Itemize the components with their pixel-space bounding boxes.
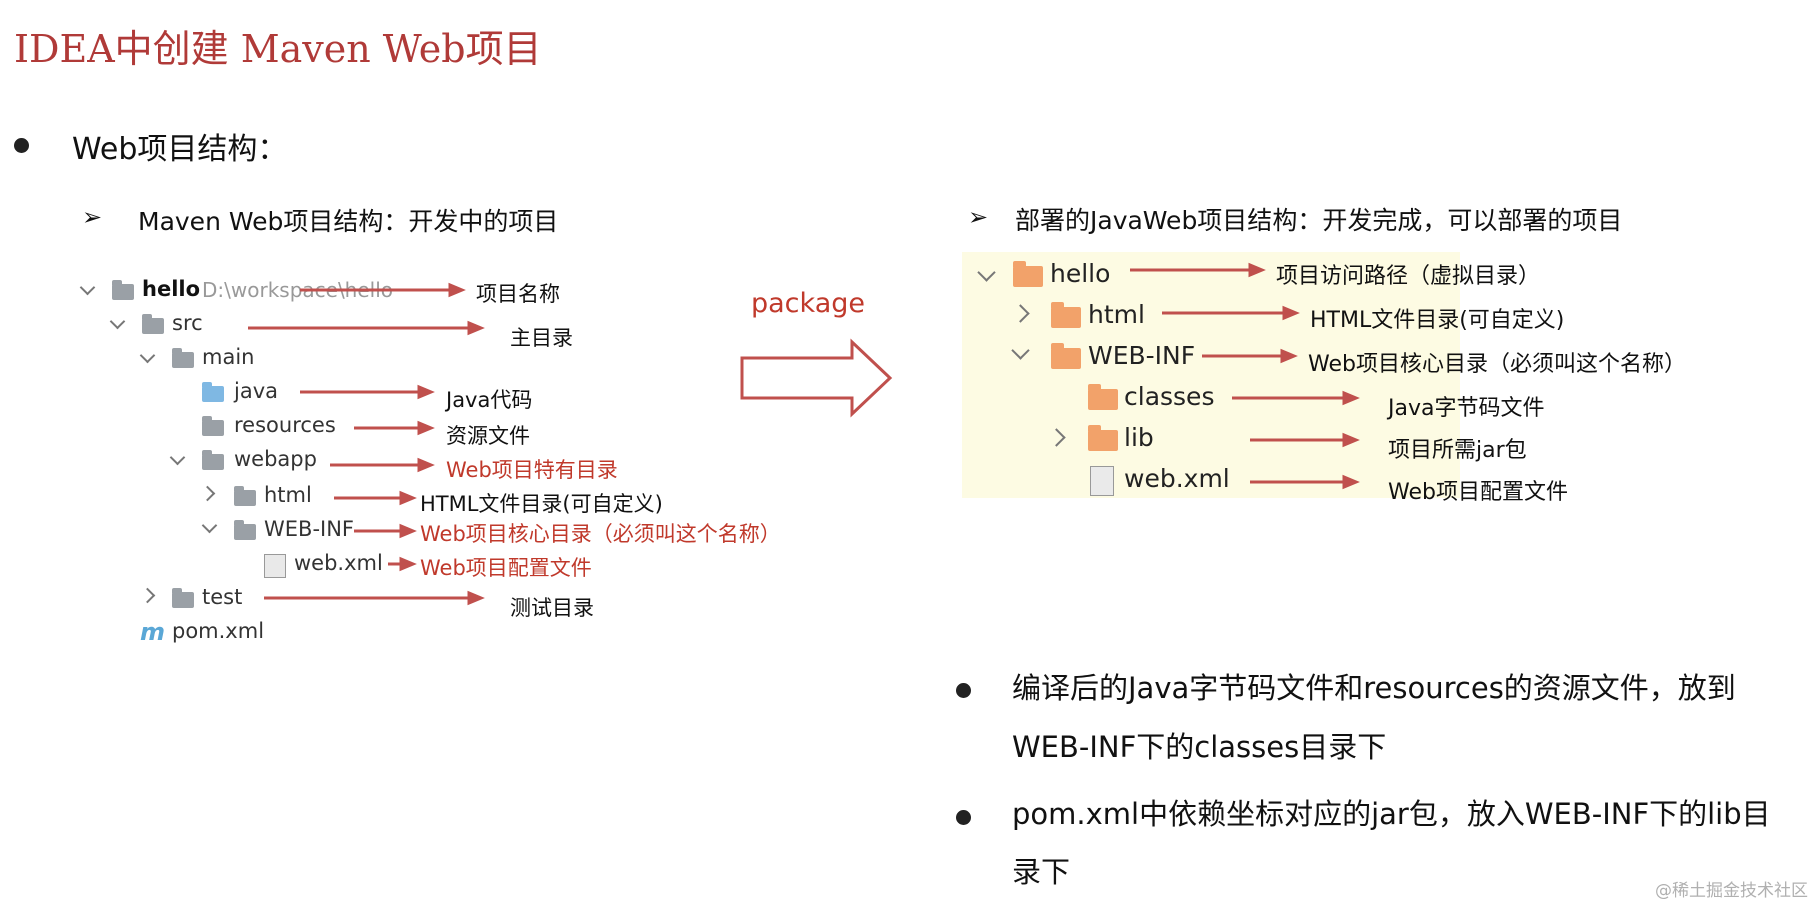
annotation-test: 测试目录 [510, 596, 594, 620]
tree-item-hello[interactable]: hello [142, 277, 201, 301]
right-heading: 部署的JavaWeb项目结构：开发完成，可以部署的项目 [1015, 206, 1623, 235]
web-folder-icon [202, 450, 224, 470]
xml-file-icon [264, 554, 286, 578]
tree-item-lib[interactable]: lib [1124, 423, 1154, 452]
tree-item-html[interactable]: html [1088, 300, 1145, 329]
annotation-web-inf: Web项目核心目录（必须叫这个名称） [420, 522, 781, 546]
project-folder-icon [112, 280, 134, 300]
annotation-html: HTML文件目录(可自定义) [1310, 308, 1565, 333]
bullet-lib-line2: 录下 [1012, 855, 1071, 889]
tree-item-web-xml[interactable]: web.xml [294, 551, 383, 575]
folder-icon [172, 588, 194, 608]
tree-item-web-inf[interactable]: WEB-INF [1088, 341, 1196, 370]
bullet-classes-line2: WEB-INF下的classes目录下 [1012, 730, 1387, 764]
deployed-tree-panel [962, 252, 1460, 498]
arrow-bullet-icon: ➢ [968, 203, 989, 231]
chevron-down-icon[interactable] [201, 517, 218, 534]
bullet-classes-line1: 编译后的Java字节码文件和resources的资源文件，放到 [1012, 671, 1736, 705]
folder-icon [142, 314, 164, 334]
folder-icon [1013, 261, 1043, 287]
annotation-project-name: 项目名称 [476, 282, 560, 306]
annotation-classes: Java字节码文件 [1388, 396, 1545, 421]
tree-item-src[interactable]: src [172, 311, 203, 335]
chevron-down-icon[interactable] [169, 449, 186, 466]
xml-file-icon [1090, 466, 1114, 496]
bullet-lib-line1: pom.xml中依赖坐标对应的jar包，放入WEB-INF下的lib目 [1012, 797, 1771, 831]
folder-icon [1051, 302, 1081, 328]
chevron-down-icon[interactable] [139, 347, 156, 364]
folder-icon [172, 348, 194, 368]
tree-item-web-inf[interactable]: WEB-INF [264, 517, 354, 541]
bullet-dot [956, 683, 971, 698]
folder-icon [234, 486, 256, 506]
annotation-lib: 项目所需jar包 [1388, 438, 1527, 463]
tree-item-webapp[interactable]: webapp [234, 447, 317, 471]
project-path: D:\workspace\hello [202, 278, 394, 302]
tree-item-resources[interactable]: resources [234, 413, 336, 437]
maven-icon: m [140, 618, 166, 646]
annotation-webapp: Web项目特有目录 [446, 458, 618, 482]
annotation-web-xml: Web项目配置文件 [1388, 480, 1568, 505]
package-label: package [751, 288, 865, 319]
tree-item-web-xml[interactable]: web.xml [1124, 464, 1230, 493]
chevron-down-icon[interactable] [79, 279, 96, 296]
folder-icon [1088, 425, 1118, 451]
source-folder-icon [202, 382, 224, 402]
watermark: @稀土掘金技术社区 [1655, 881, 1808, 901]
annotation-java-code: Java代码 [446, 388, 533, 412]
bullet-web-structure: Web项目结构： [72, 132, 288, 167]
tree-item-java[interactable]: java [234, 379, 278, 403]
package-arrow-icon [740, 338, 893, 418]
left-heading: Maven Web项目结构：开发中的项目 [138, 207, 559, 236]
folder-icon [1088, 384, 1118, 410]
annotation-web-inf: Web项目核心目录（必须叫这个名称） [1308, 352, 1686, 377]
annotation-resources: 资源文件 [446, 424, 530, 448]
chevron-right-icon[interactable] [199, 485, 216, 502]
annotation-web-xml: Web项目配置文件 [420, 556, 592, 580]
tree-item-main[interactable]: main [202, 345, 255, 369]
annotation-html: HTML文件目录(可自定义) [420, 492, 663, 516]
annotation-virtual-dir: 项目访问路径（虚拟目录） [1276, 264, 1541, 289]
bullet-dot [956, 810, 971, 825]
arrow-bullet-icon: ➢ [82, 203, 103, 231]
slide-title: IDEA中创建 Maven Web项目 [14, 27, 542, 71]
bullet-dot [14, 138, 29, 153]
chevron-right-icon[interactable] [139, 587, 156, 604]
tree-item-pom[interactable]: pom.xml [172, 619, 265, 643]
annotation-main-dir: 主目录 [510, 326, 573, 350]
folder-icon [234, 520, 256, 540]
chevron-down-icon[interactable] [109, 313, 126, 330]
tree-item-html[interactable]: html [264, 483, 312, 507]
folder-icon [1051, 343, 1081, 369]
tree-item-test[interactable]: test [202, 585, 243, 609]
tree-item-classes[interactable]: classes [1124, 382, 1215, 411]
resources-folder-icon [202, 416, 224, 436]
tree-item-hello[interactable]: hello [1050, 259, 1111, 288]
